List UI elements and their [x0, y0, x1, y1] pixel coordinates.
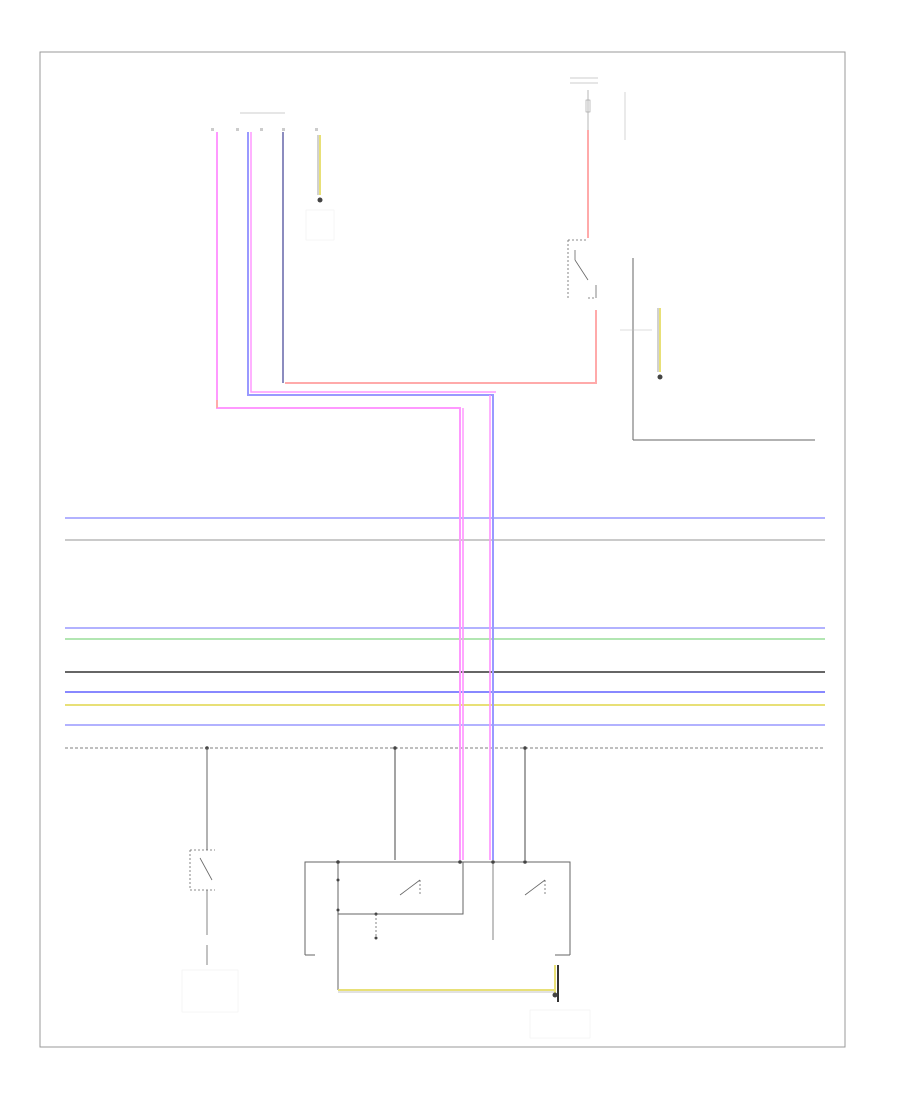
wire-purple	[247, 132, 494, 860]
fuse-group	[570, 77, 626, 140]
wire-light-red-top	[285, 310, 597, 384]
module-top-right	[620, 258, 815, 441]
relay-switch	[567, 239, 597, 299]
wire-pink-left	[216, 132, 461, 860]
top-left-connector	[211, 112, 318, 131]
bottom-left-switch	[181, 746, 239, 1013]
ground-g3	[338, 965, 591, 1039]
bottom-module	[304, 860, 571, 990]
diagram-frame	[39, 51, 846, 1048]
wire-pink-right	[250, 132, 496, 393]
ground-g1	[305, 135, 335, 241]
bus-lines	[65, 517, 825, 749]
